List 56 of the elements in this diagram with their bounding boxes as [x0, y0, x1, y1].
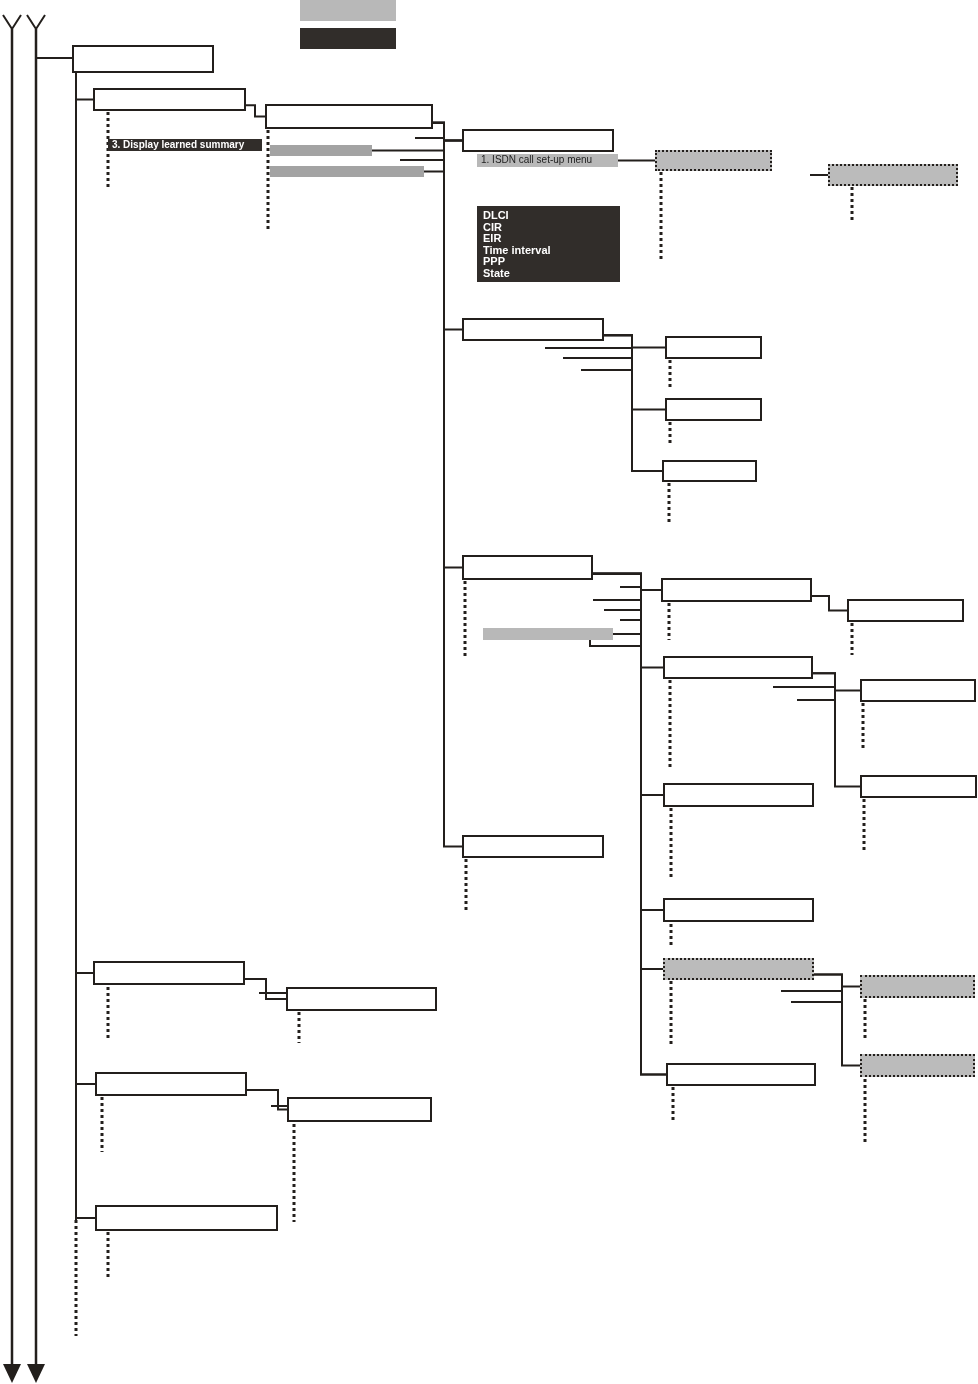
- legend-swatch: [300, 0, 396, 21]
- menu-item-label: 3. Display learned summary: [111, 139, 246, 151]
- connector-line: [812, 672, 861, 788]
- connector-line: [589, 639, 667, 1076]
- menu-box: [663, 656, 813, 679]
- menu-box: [95, 1072, 247, 1096]
- legend-swatch: [300, 28, 396, 49]
- menu-box: [462, 129, 614, 152]
- menu-box: [72, 45, 214, 73]
- connector-line: [813, 973, 861, 1067]
- connector-line: [617, 159, 656, 162]
- menu-box: [860, 679, 976, 702]
- dotted-menu-box: [663, 958, 814, 980]
- connector-line: [432, 121, 463, 848]
- menu-box: [665, 336, 762, 359]
- dotted-menu-box: [828, 164, 958, 186]
- dotted-menu-box: [655, 150, 772, 171]
- connector-line: [603, 334, 663, 472]
- menu-box: [665, 398, 762, 421]
- menu-box: [93, 88, 246, 111]
- legend-swatch: [270, 145, 372, 156]
- connector-line: [423, 139, 463, 173]
- menu-item-band: [477, 154, 618, 167]
- menu-item-label: 1. ISDN call set-up menu: [480, 154, 594, 166]
- menu-box: [286, 987, 437, 1011]
- connector-line: [245, 104, 266, 118]
- legend-swatch: [483, 628, 613, 640]
- menu-box: [847, 599, 964, 622]
- field-label: EIR: [483, 233, 503, 245]
- connector-line: [246, 1089, 288, 1111]
- dotted-menu-box: [860, 975, 975, 998]
- menu-box: [663, 898, 814, 922]
- connector-line: [811, 595, 848, 612]
- menu-box: [93, 961, 245, 985]
- connector-line: [244, 978, 287, 1000]
- menu-box: [666, 1063, 816, 1086]
- menu-box: [462, 835, 604, 858]
- menu-box: [95, 1205, 278, 1231]
- menu-box: [265, 104, 433, 129]
- menu-box: [462, 555, 593, 580]
- field-label: Time interval: [483, 244, 552, 256]
- menu-box: [860, 775, 977, 798]
- menu-box: [287, 1097, 432, 1122]
- menu-box: [462, 318, 604, 341]
- field-label: DLCI: [483, 210, 510, 222]
- field-label: State: [483, 267, 511, 279]
- menu-box: [662, 460, 757, 482]
- menu-box: [663, 783, 814, 807]
- connector-line: [612, 589, 662, 635]
- field-label: CIR: [483, 221, 503, 233]
- info-panel: [477, 206, 620, 282]
- dotted-menu-box: [860, 1054, 975, 1077]
- connector-line: [809, 174, 829, 176]
- menu-box: [661, 578, 812, 602]
- legend-swatch: [270, 166, 424, 177]
- field-label: PPP: [483, 256, 506, 268]
